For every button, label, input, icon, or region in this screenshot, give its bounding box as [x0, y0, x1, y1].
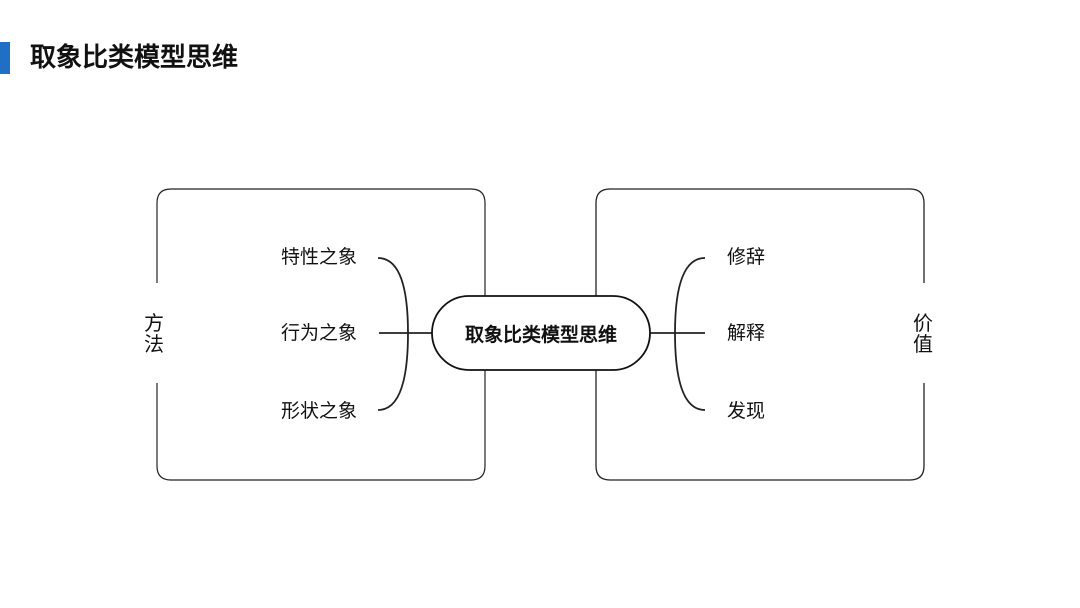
right-frame: [595, 188, 925, 481]
left-brace: [377, 257, 409, 411]
left-side-label: 方法: [144, 311, 164, 356]
center-node-label: 取象比类模型思维: [464, 323, 617, 346]
right-brace: [674, 257, 706, 411]
left-frame: [156, 188, 486, 481]
left-item-1: 特性之象: [281, 246, 358, 268]
left-item-2: 行为之象: [281, 322, 358, 344]
right-item-3: 发现: [727, 400, 766, 422]
title-accent-bar: [0, 42, 10, 74]
center-node: [431, 295, 651, 371]
left-item-3: 形状之象: [281, 400, 358, 422]
right-item-1: 修辞: [727, 246, 766, 268]
page-title: 取象比类模型思维: [30, 43, 239, 73]
right-side-label: 价值: [913, 311, 933, 356]
right-item-2: 解释: [727, 322, 766, 344]
